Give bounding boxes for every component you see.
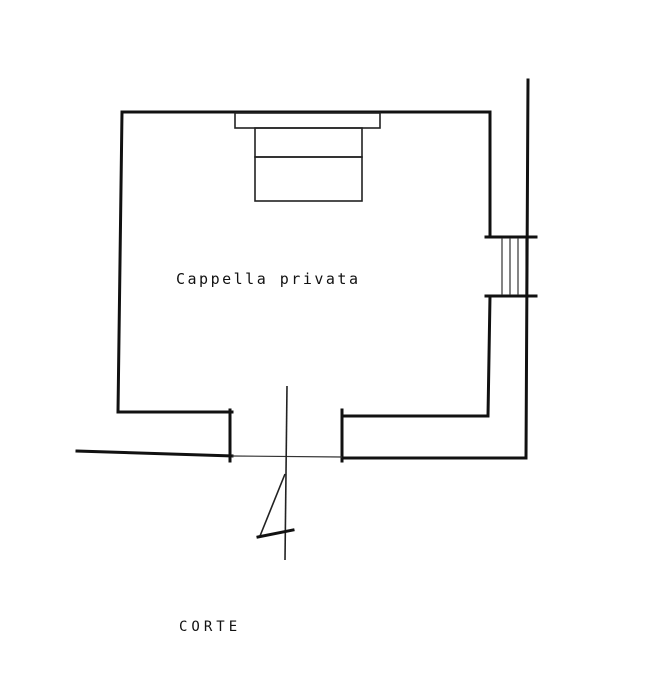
chapel-walls [116,110,492,418]
outer-wall-line [341,78,530,460]
altar-base [254,156,363,202]
outer-wall [75,78,530,460]
altar-table [254,127,363,158]
area-label-courtyard: CORTE [179,619,242,635]
door-axis [284,385,288,561]
entrance [228,385,344,561]
altar-step [234,112,381,129]
door-threshold [231,455,343,458]
altar [234,112,381,202]
outer-wall-left-segment [75,449,234,458]
door-leaf [256,528,295,539]
chapel-right-wall-lower [341,294,492,418]
chapel-outer-wall [116,110,492,414]
door-swing [259,473,286,537]
room-label-chapel: Cappella privata [176,270,361,288]
